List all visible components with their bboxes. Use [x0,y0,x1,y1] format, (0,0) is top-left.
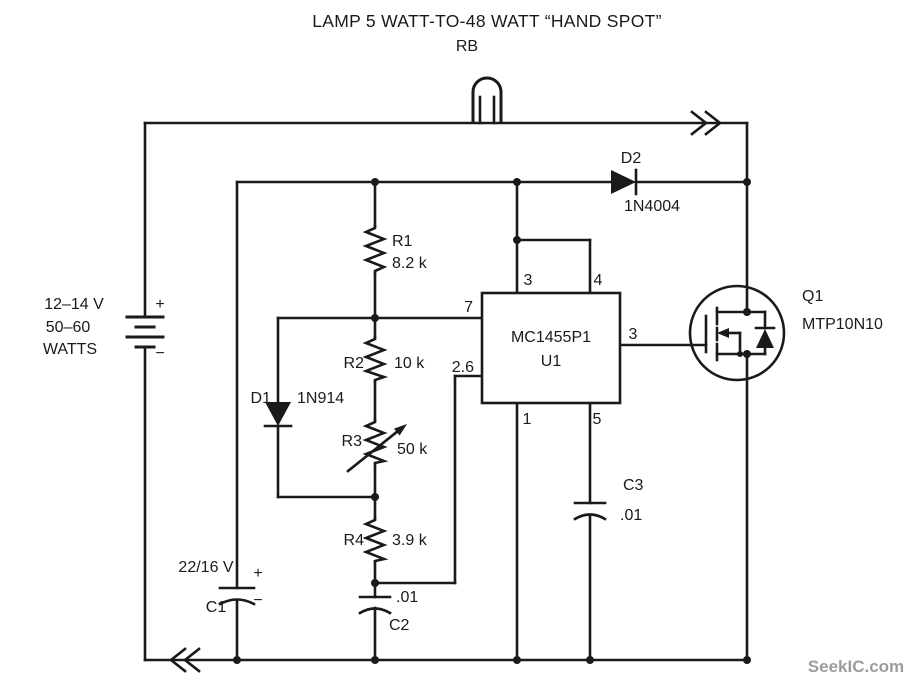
junction-dot [513,178,521,186]
battery-plus-label: + [155,296,164,313]
d2-ref-label: D2 [621,150,642,167]
junction-dot [743,178,751,186]
capacitor-c1: 22/16 V C1 + − [178,180,263,662]
ic-pin3-top-label: 3 [524,272,533,289]
junction-dot [513,656,521,664]
chevron-right-2 [704,110,723,136]
chevron-left-1 [168,647,187,673]
ic-pin4-label: 4 [594,272,603,289]
mosfet-q1: Q1 MTP10N10 [688,284,883,382]
c2-plate-bottom [358,607,392,615]
ic-pin3-out-label: 3 [629,326,638,343]
diode-d1: D1 1N914 [251,316,377,499]
c1-ref-label: C1 [206,599,227,616]
r4-value-label: 3.9 k [392,532,428,549]
lamp-envelope [471,76,503,123]
c3-plate-bottom [573,513,607,521]
junction-dot [371,579,379,587]
power-rails [143,121,749,662]
r1-zigzag [362,224,388,276]
junction-dot [371,493,379,501]
diode-d2: D2 1N4004 [611,150,680,215]
resistor-r3-pot: R3 50 k [342,418,428,473]
lamp-ref-label: RB [456,38,478,55]
r2-zigzag [362,335,389,383]
arrow-left-icon [168,647,201,673]
battery: 12–14 V 50–60 WATTS + − [43,296,165,362]
junction-dot [371,314,379,322]
ic-ref-label: U1 [541,353,562,370]
r3-value-label: 50 k [397,441,428,458]
c1-minus-label: − [253,592,262,609]
r2-ref-label: R2 [344,355,365,372]
r4-zigzag [362,516,389,564]
resistor-r2: R2 10 k [344,335,425,383]
c2-value-label: .01 [396,589,418,606]
r4-ref-label: R4 [344,532,365,549]
battery-voltage-label: 12–14 V [44,296,104,313]
c1-plate-negative [218,598,256,606]
junction-dot [743,308,751,316]
schematic-title: LAMP 5 WATT-TO-48 WATT “HAND SPOT” [312,11,662,31]
q1-substrate-arrowhead [717,328,729,338]
junction-dot [233,656,241,664]
battery-current-label: 50–60 [46,319,91,336]
junction-dot [371,178,379,186]
battery-watts-label: WATTS [43,341,97,358]
chevron-left-2 [182,647,201,673]
resistor-r1: R1 8.2 k [362,224,428,276]
chevron-right-1 [690,110,709,136]
junction-dot [586,656,594,664]
junction-dot [743,350,751,358]
arrow-right-icon [690,110,723,136]
capacitor-c3: C3 .01 [573,477,644,524]
ic-part-label: MC1455P1 [511,329,591,346]
junction-dot [513,236,521,244]
ic-pin7-label: 7 [464,299,473,316]
d1-anode-triangle [265,402,291,426]
c1-plus-label: + [253,565,262,582]
r1-ref-label: R1 [392,233,413,250]
junction-dot [371,656,379,664]
c1-value-label: 22/16 V [178,559,233,576]
battery-minus-label: − [155,345,164,362]
c2-ref-label: C2 [389,617,410,634]
ic-body [480,291,622,405]
d2-anode-triangle [611,170,636,194]
lamp-rb: RB [456,38,503,125]
q1-package-circle [688,284,786,382]
ic-pin5-label: 5 [593,411,602,428]
r1-value-label: 8.2 k [392,255,428,272]
r3-zigzag [362,418,389,466]
q1-body-diode-triangle [756,329,774,348]
junction-dots [233,178,751,664]
ic-pin1-label: 1 [523,411,532,428]
d1-part-label: 1N914 [297,390,344,407]
c3-ref-label: C3 [623,477,644,494]
junction-dot [737,351,743,357]
watermark-label: SeekIC.com [808,657,904,676]
q1-ref-label: Q1 [802,288,823,305]
q1-part-label: MTP10N10 [802,316,883,333]
d2-part-label: 1N4004 [624,198,680,215]
junction-dot [743,656,751,664]
r3-wiper-arrowhead [394,424,407,436]
r3-wiper-arrow-shaft [346,429,400,473]
c3-value-label: .01 [620,507,642,524]
capacitor-c2: .01 C2 [358,589,418,634]
resistor-r4: R4 3.9 k [344,516,428,564]
ic-u1: MC1455P1 U1 3 4 7 2.6 1 5 3 [276,180,708,662]
d1-ref-label: D1 [251,390,272,407]
r2-value-label: 10 k [394,355,425,372]
ic-pin26-label: 2.6 [452,359,474,376]
r3-ref-label: R3 [342,433,363,450]
